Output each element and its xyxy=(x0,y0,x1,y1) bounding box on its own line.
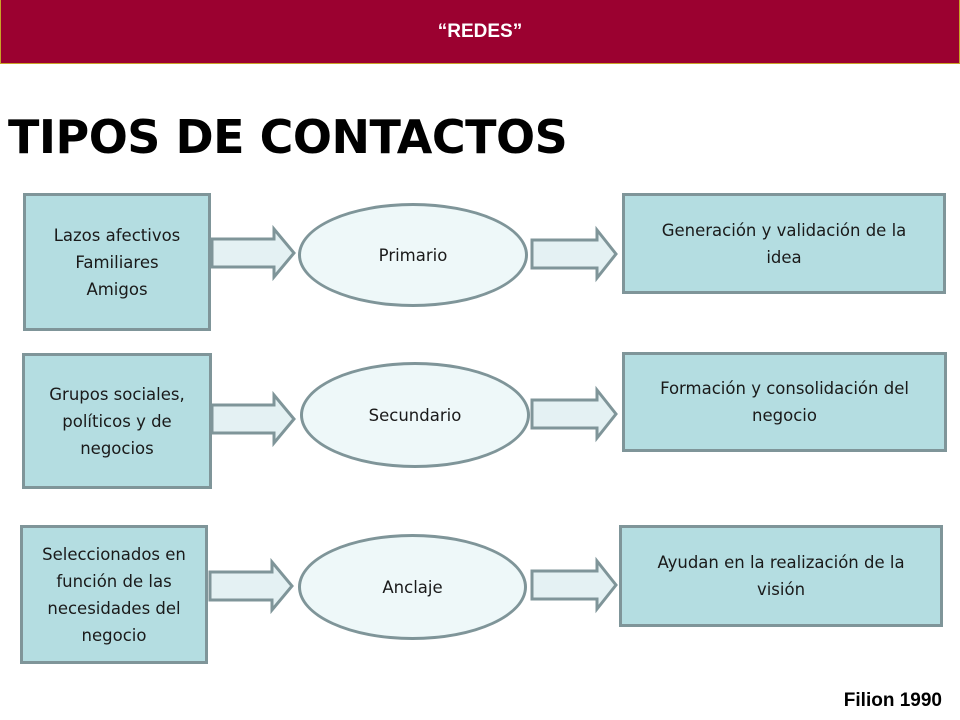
source-box-primario: Lazos afectivos Familiares Amigos xyxy=(23,193,211,331)
arrow-type-secundario xyxy=(530,385,618,443)
oval-secundario: Secundario xyxy=(300,362,530,468)
arrow-source-secundario xyxy=(210,390,296,448)
arrow-source-anclaje xyxy=(208,557,294,615)
arrow-source-primario xyxy=(210,224,296,282)
header-bar xyxy=(0,0,960,64)
slide-title: TIPOS DE CONTACTOS xyxy=(8,110,568,164)
source-text-primario: Lazos afectivos Familiares Amigos xyxy=(53,225,181,299)
result-box-secundario: Formación y consolidación del negocio xyxy=(622,352,947,452)
oval-label-secundario: Secundario xyxy=(368,405,462,425)
source-box-anclaje: Seleccionados en función de las necesida… xyxy=(20,525,208,664)
source-credit: Filion 1990 xyxy=(843,690,942,711)
result-text-primario: Generación y validación de la idea xyxy=(661,220,907,267)
oval-anclaje: Anclaje xyxy=(298,534,527,640)
oval-label-primario: Primario xyxy=(378,245,448,265)
arrow-type-anclaje xyxy=(530,556,618,614)
arrow-type-primario xyxy=(530,225,618,283)
header-title: “REDES” xyxy=(437,21,523,42)
result-text-secundario: Formación y consolidación del negocio xyxy=(660,379,909,425)
source-text-anclaje: Seleccionados en función de las necesida… xyxy=(42,544,186,645)
source-text-secundario: Grupos sociales, políticos y de negocios xyxy=(49,384,185,458)
oval-label-anclaje: Anclaje xyxy=(382,577,443,597)
source-box-secundario: Grupos sociales, políticos y de negocios xyxy=(22,353,212,489)
result-box-primario: Generación y validación de la idea xyxy=(622,193,946,294)
result-text-anclaje: Ayudan en la realización de la visión xyxy=(657,553,905,599)
result-box-anclaje: Ayudan en la realización de la visión xyxy=(619,525,943,627)
oval-primario: Primario xyxy=(298,203,528,307)
